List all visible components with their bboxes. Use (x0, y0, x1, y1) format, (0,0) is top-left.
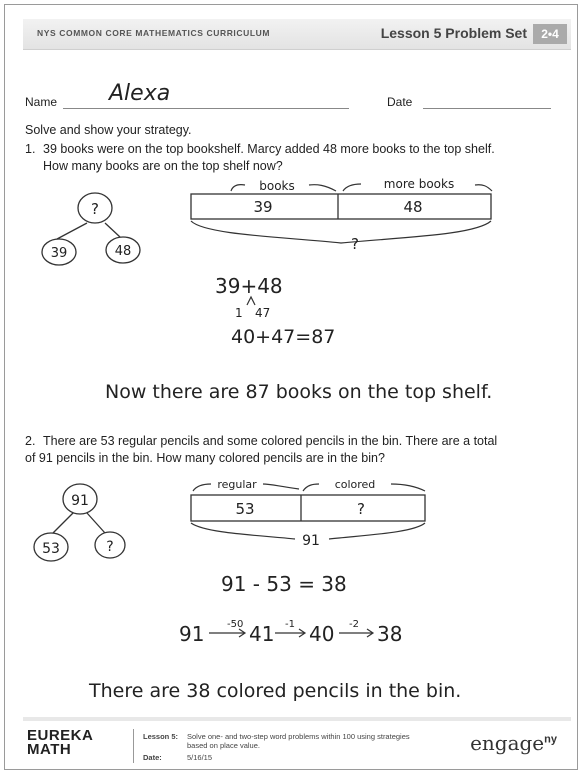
problem1-work: 39+48 1 47 40+47=87 (215, 274, 335, 348)
bond1-part1: 39 (51, 246, 68, 261)
footer-rule (23, 717, 571, 721)
problem1-drawings: ? 39 48 books more books 39 48 ? 39+48 1… (41, 177, 493, 403)
tape1-total: ? (351, 235, 359, 253)
tape1-value2: 48 (403, 198, 422, 216)
tape1-label1: books (259, 179, 295, 193)
eureka-math-logo: EUREKA MATH (27, 727, 94, 758)
arrow-mid1: 41 (249, 622, 274, 646)
date-line (423, 108, 551, 109)
name-line (63, 108, 349, 109)
problem1-tape-diagram: books more books 39 48 ? (190, 177, 493, 253)
footer-date-value: 5/16/15 (187, 753, 213, 762)
problem2-number: 2. (25, 434, 36, 448)
footer-lesson-label: Lesson 5: (143, 732, 179, 741)
header-bar (23, 19, 571, 50)
bond2-part1: 53 (42, 541, 60, 557)
work1-line3: 40+47=87 (231, 326, 335, 348)
arrow-step3: -2 (349, 619, 359, 630)
work1-line1: 39+48 (215, 274, 283, 298)
bond2-part2: ? (106, 539, 113, 555)
tape2-label2: colored (335, 478, 376, 491)
tape1-label2: more books (384, 177, 454, 191)
problem2-line1: There are 53 regular pencils and some co… (43, 434, 498, 448)
tape2-total: 91 (302, 533, 320, 549)
tape2-label1: regular (217, 478, 257, 491)
work2-line1: 91 - 53 = 38 (221, 572, 347, 596)
arrow-start: 91 (179, 622, 204, 646)
problem1-number: 1. (25, 142, 36, 156)
problem2-line2: of 91 pencils in the bin. How many color… (25, 451, 385, 465)
date-label: Date (387, 95, 413, 109)
problem2-work: 91 - 53 = 38 91 -50 41 -1 40 -2 38 (179, 572, 402, 646)
name-value: Alexa (109, 81, 171, 106)
bond1-whole-circle (77, 192, 113, 224)
bond1-part2: 48 (115, 244, 132, 259)
problem2-answer: There are 38 colored pencils in the bin. (88, 680, 461, 702)
lesson-title: Lesson 5 Problem Set (380, 25, 527, 41)
problem1-line2: How many books are on the top shelf now? (43, 159, 283, 173)
problem2-tape-diagram: regular colored 53 ? 91 (190, 478, 426, 549)
bond1-part1-circle (41, 238, 77, 266)
problem1-number-bond: ? 39 48 (41, 192, 141, 266)
tape2-value2: ? (357, 500, 365, 518)
footer-date-label: Date: (143, 753, 162, 762)
tape1-value1: 39 (253, 198, 272, 216)
arrow-step1: -50 (227, 619, 243, 630)
worksheet-page: NYS COMMON CORE MATHEMATICS CURRICULUM L… (4, 4, 578, 770)
curriculum-title: NYS COMMON CORE MATHEMATICS CURRICULUM (37, 28, 271, 38)
instructions: Solve and show your strategy. (25, 123, 192, 137)
grade-badge: 2•4 (533, 24, 567, 44)
bond2-whole: 91 (71, 493, 89, 509)
arrow-end: 38 (377, 622, 402, 646)
problem2-drawings: 91 53 ? regular colored 53 ? 91 91 - 53 … (33, 478, 461, 702)
work1-line2: 1 (235, 306, 243, 320)
problem1-answer: Now there are 87 books on the top shelf. (105, 381, 492, 403)
arrow-mid2: 40 (309, 622, 334, 646)
bond1-whole: ? (91, 200, 99, 218)
footer-separator (133, 729, 134, 763)
footer-description: Solve one- and two-step word problems wi… (187, 732, 410, 750)
problem2-number-bond: 91 53 ? (33, 483, 126, 562)
name-label: Name (25, 95, 58, 109)
engage-ny-logo: engageny (470, 731, 557, 755)
tape2-value1: 53 (235, 500, 254, 518)
arrow-step2: -1 (285, 619, 295, 630)
problem1-line1: 39 books were on the top bookshelf. Marc… (43, 142, 495, 156)
page-header: NYS COMMON CORE MATHEMATICS CURRICULUM L… (23, 19, 571, 50)
work1-line2b: 47 (255, 306, 270, 320)
bond1-part2-circle (105, 236, 141, 264)
